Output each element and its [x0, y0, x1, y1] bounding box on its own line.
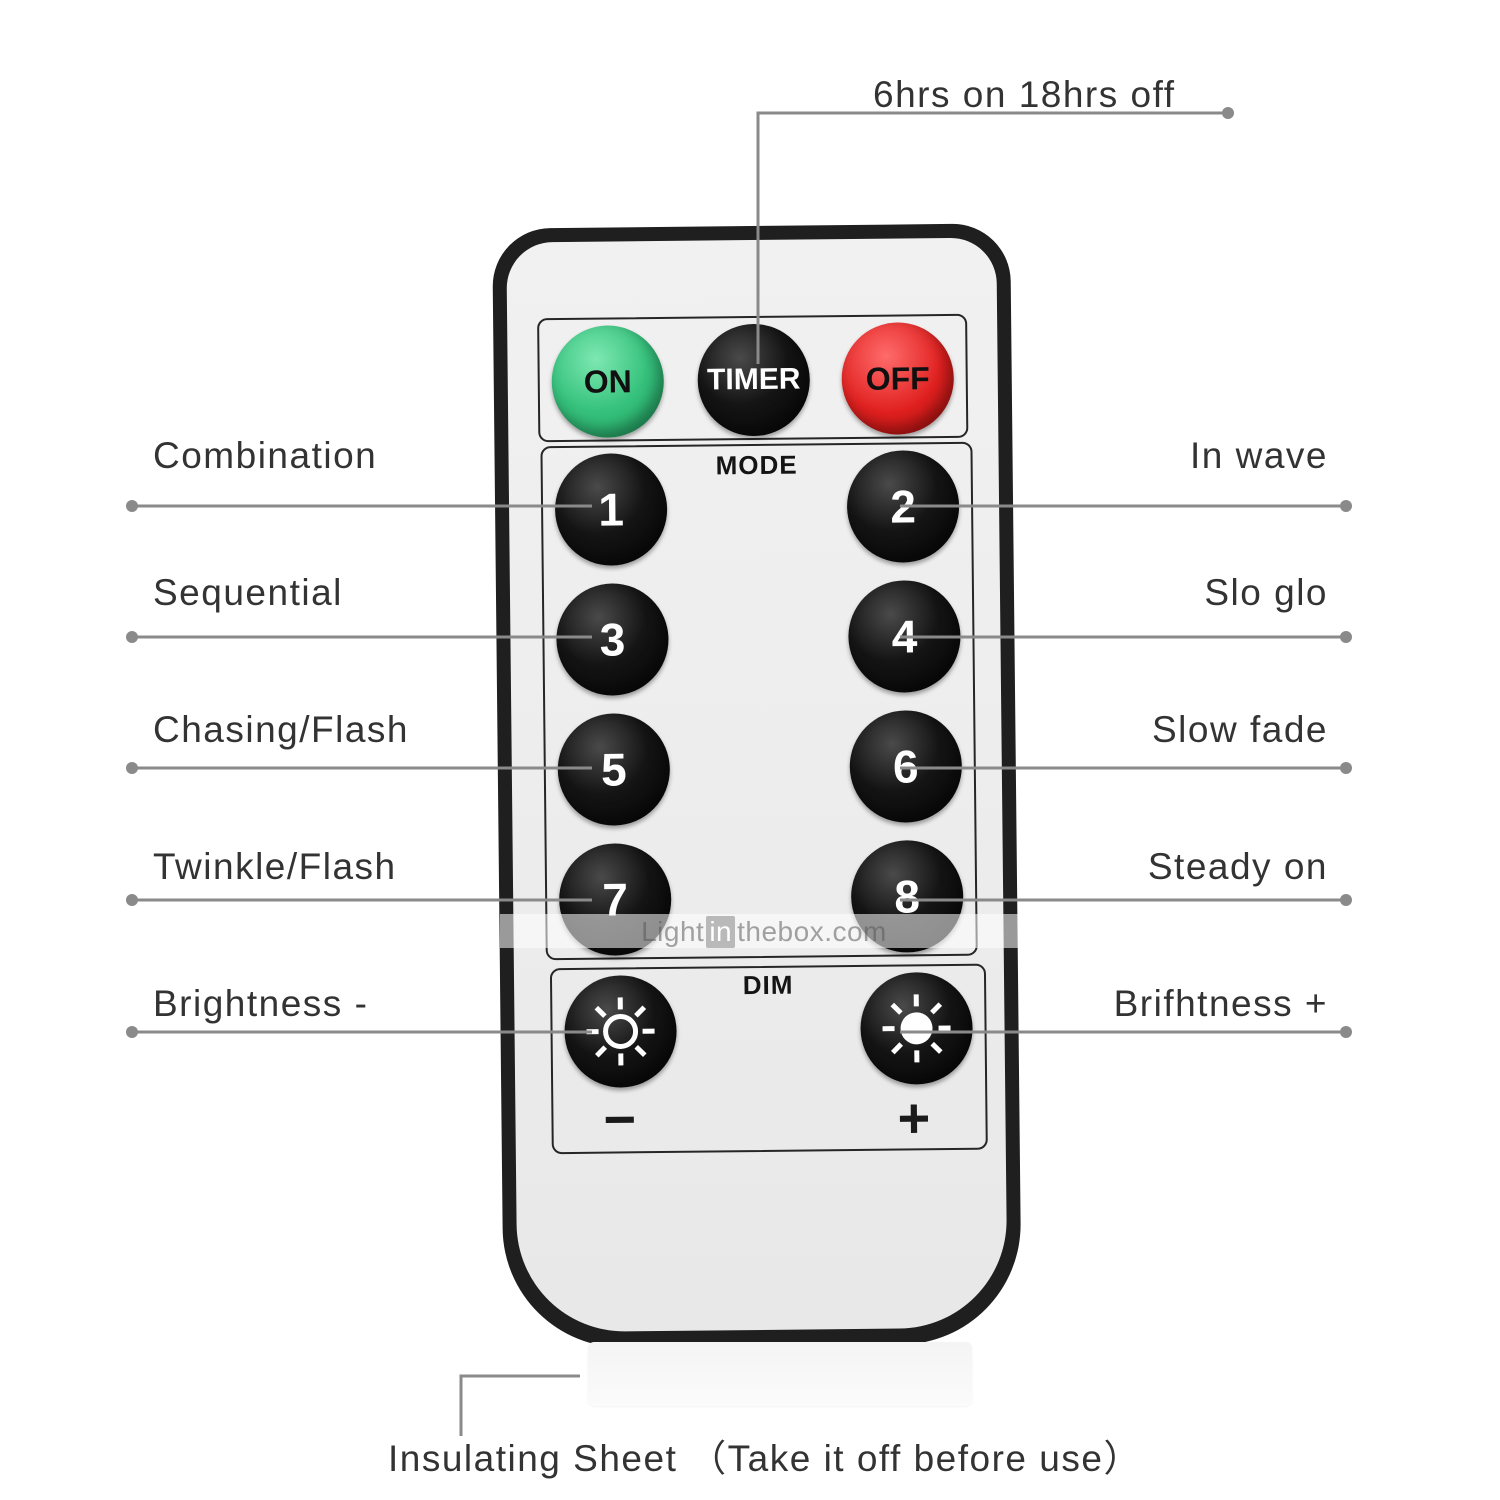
callout-mode-5: Chasing/Flash: [153, 709, 410, 750]
off-button-label: OFF: [865, 359, 930, 397]
leader-dot-dim-plus: [1340, 1026, 1352, 1038]
callout-mode-7: Twinkle/Flash: [153, 846, 397, 887]
leader-dot-dim-minus: [126, 1026, 138, 1038]
on-button[interactable]: ON: [551, 324, 665, 439]
leader-insulating-sheet: [459, 1374, 580, 1436]
callout-mode-8: Steady on: [1147, 846, 1328, 887]
on-button-label: ON: [583, 362, 632, 400]
mode-panel: MODE 1 2 3 4 5 6 7 8: [540, 441, 978, 961]
off-button[interactable]: OFF: [841, 321, 955, 436]
timer-button[interactable]: TIMER: [697, 323, 811, 437]
callout-mode-6: Slow fade: [1152, 709, 1328, 750]
mode-button-5-label: 5: [600, 743, 627, 796]
watermark-band: [500, 914, 1028, 948]
power-panel: ON TIMER OFF: [537, 313, 969, 443]
callout-dim-plus: Brifhtness +: [1113, 983, 1328, 1024]
leader-dot-mode-5: [126, 762, 138, 774]
dim-up-button[interactable]: [859, 971, 974, 1085]
callout-dim-minus: Brightness -: [153, 983, 369, 1024]
watermark-part-3: thebox.com: [737, 916, 887, 947]
mode-button-5[interactable]: 5: [557, 712, 671, 827]
mode-button-4-label: 4: [891, 610, 918, 663]
callout-insulating-sheet: Insulating Sheet （Take it off before use…: [388, 1438, 1142, 1479]
sun-icon: [586, 997, 655, 1066]
dim-down-button[interactable]: [563, 974, 678, 1089]
leader-dot-mode-1: [126, 500, 138, 512]
mode-button-1-label: 1: [598, 483, 625, 536]
dim-plus-sign: +: [897, 1086, 931, 1150]
leader-dot-mode-7: [126, 894, 138, 906]
leader-dot-mode-8: [1340, 894, 1352, 906]
remote-control: ON TIMER OFF MODE 1 2 3 4 5 6 7 8: [492, 223, 1022, 1349]
insulating-sheet: [588, 1342, 972, 1406]
remote-face: ON TIMER OFF MODE 1 2 3 4 5 6 7 8: [506, 237, 1008, 1333]
mode-button-6-label: 6: [892, 740, 919, 793]
callout-mode-1: Combination: [153, 435, 378, 476]
sun-filled-icon: [882, 994, 951, 1063]
watermark-part-1: Light: [641, 916, 705, 947]
callout-mode-2: In wave: [1189, 435, 1328, 476]
leader-dot-mode-2: [1340, 500, 1352, 512]
dim-panel: DIM: [549, 963, 988, 1155]
callout-mode-4: Slo glo: [1204, 572, 1328, 613]
mode-button-1[interactable]: 1: [554, 452, 668, 567]
timer-button-label: TIMER: [706, 362, 801, 397]
mode-button-2-label: 2: [890, 480, 917, 533]
leader-dot-mode-3: [126, 631, 138, 643]
callout-timer: 6hrs on 18hrs off: [873, 74, 1176, 115]
leader-dot-timer: [1222, 107, 1234, 119]
mode-button-6[interactable]: 6: [849, 709, 963, 824]
leader-dot-mode-4: [1340, 631, 1352, 643]
mode-button-2[interactable]: 2: [846, 449, 960, 564]
mode-button-4[interactable]: 4: [847, 579, 962, 694]
mode-button-3-label: 3: [599, 613, 626, 666]
mode-button-3[interactable]: 3: [555, 582, 670, 697]
callout-mode-3: Sequential: [153, 572, 343, 613]
dim-minus-sign: −: [603, 1087, 637, 1151]
leader-dot-mode-6: [1340, 762, 1352, 774]
watermark-part-2: in: [706, 916, 736, 948]
